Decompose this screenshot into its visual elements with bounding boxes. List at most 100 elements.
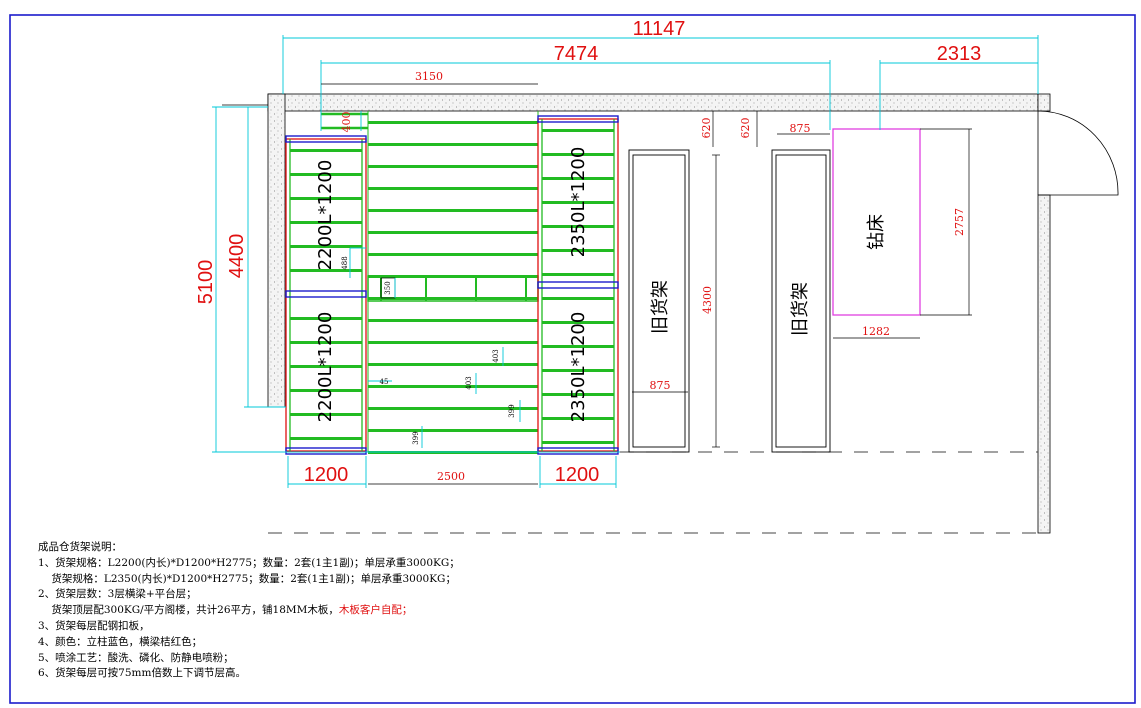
black-dimension-lines [321, 83, 972, 485]
label-rack-left-upper: 2200L*1200 [315, 160, 336, 271]
platform-shelf [368, 451, 538, 454]
rack-beam [542, 225, 614, 228]
rack-beam [542, 177, 614, 180]
old-rack-2 [771, 149, 831, 453]
left-rack [285, 135, 367, 455]
dim-2757: 2757 [953, 208, 966, 236]
dim-total-width: 11147 [633, 18, 686, 40]
notes-title: 成品仓货架说明： [38, 541, 122, 553]
notes-line-1: 1、货架规格：L2200(内长)*D1200*H2775；数量：2套(1主1副)… [38, 556, 460, 569]
platform-shelf [368, 341, 538, 344]
notes-block: 成品仓货架说明： 1、货架规格：L2200(内长)*D1200*H2775；数量… [38, 540, 738, 682]
notes-line-2b-highlight: 木板客户自配； [338, 604, 413, 617]
dim-1200-left: 1200 [304, 464, 349, 486]
platform-shelf [368, 429, 538, 432]
label-rack-left-lower: 2200L*1200 [315, 312, 336, 423]
dim-350: 350 [384, 281, 392, 294]
dim-620-b: 620 [739, 118, 752, 139]
platform-shelf [368, 319, 538, 322]
platform-shelf [368, 297, 538, 300]
platform-shelf [368, 253, 538, 256]
platform-shelf [368, 407, 538, 410]
dim-400: 400 [340, 112, 353, 133]
dim-403-b: 403 [465, 376, 473, 389]
platform-shelf [368, 187, 538, 190]
dashed-lines [268, 451, 1038, 534]
notes-line-2b-text: 货架顶层配300KG/平方阁楼，共计26平方，铺18MM木板， [38, 604, 339, 617]
old-rack-1 [628, 149, 690, 453]
dim-1200-right: 1200 [555, 464, 600, 486]
label-old-rack-2: 旧货架 [790, 282, 811, 336]
rack-beam [290, 317, 362, 320]
rack-beam [542, 249, 614, 252]
rack-beam [542, 273, 614, 276]
rack-beam [290, 389, 362, 392]
dim-2313: 2313 [937, 43, 982, 65]
platform-shelf [368, 231, 538, 234]
rack-beam [542, 321, 614, 324]
platform-shelf [368, 209, 538, 212]
dim-399-a: 399 [508, 404, 516, 417]
notes-line-1b: 货架规格：L2350(内长)*D1200*H2775；数量：2套(1主1副)；单… [38, 572, 456, 585]
rack-blue-beam [285, 135, 367, 143]
rack-beam [290, 413, 362, 416]
platform-shelf [368, 143, 538, 146]
dim-3150: 3150 [415, 70, 443, 83]
platform-shelf [368, 165, 538, 168]
dim-4300: 4300 [701, 286, 714, 314]
walls [222, 93, 1119, 534]
rack-blue-beam [537, 447, 619, 455]
right-rack [537, 115, 619, 455]
dim-5100: 5100 [195, 260, 217, 305]
rack-beam [290, 197, 362, 200]
rack-beam [290, 437, 362, 440]
rack-beam [542, 393, 614, 396]
dim-2500: 2500 [437, 470, 465, 483]
dim-620-a: 620 [700, 118, 713, 139]
dim-488: 488 [341, 256, 349, 269]
rack-beam [542, 129, 614, 132]
rack-beam [290, 269, 362, 272]
rack-beam [542, 201, 614, 204]
drill-box [832, 128, 921, 316]
label-old-rack-1: 旧货架 [650, 280, 671, 334]
rack-beam [542, 297, 614, 300]
dim-1282: 1282 [862, 325, 890, 338]
rack-blue-beam [285, 290, 367, 298]
rack-beam [542, 417, 614, 420]
dim-875-left: 875 [650, 379, 671, 392]
platform-shelf [368, 385, 538, 388]
rack-beam [290, 245, 362, 248]
rack-blue-beam [285, 447, 367, 455]
platform-shelf [368, 363, 538, 366]
platform-shelf [368, 121, 538, 124]
dim-399-b: 399 [412, 431, 420, 444]
rack-beam [290, 221, 362, 224]
label-rack-right-lower: 2350L*1200 [568, 312, 589, 423]
dim-4400: 4400 [226, 234, 248, 279]
dimension-lines [212, 35, 1039, 488]
rack-beam [290, 173, 362, 176]
rack-beam [542, 345, 614, 348]
notes-line-6: 6、货架每层可按75mm倍数上下调节层高。 [38, 667, 246, 680]
rack-beam [290, 365, 362, 368]
dim-7474: 7474 [554, 43, 599, 65]
notes-line-2: 2、货架层数：3层横梁+平台层； [38, 588, 197, 601]
rack-beam [542, 369, 614, 372]
dim-45: 45 [380, 378, 389, 386]
rack-blue-beam [537, 281, 619, 289]
rack-beam [290, 149, 362, 152]
notes-line-2b: 货架顶层配300KG/平方阁楼，共计26平方，铺18MM木板，木板客户自配； [38, 603, 738, 619]
dim-875-top: 875 [790, 122, 811, 135]
notes-line-3: 3、货架每层配钢扣板， [38, 619, 150, 632]
platform-shelves [321, 111, 539, 454]
outer-frame [9, 14, 1136, 704]
rack-beam [290, 341, 362, 344]
label-rack-right-upper: 2350L*1200 [568, 147, 589, 258]
rack-blue-beam [537, 115, 619, 123]
rack-beam [542, 153, 614, 156]
notes-line-5: 5、喷涂工艺：酸洗、磷化、防静电喷粉； [38, 651, 234, 664]
label-drill: 钻床 [866, 214, 887, 250]
dim-403-a: 403 [492, 349, 500, 362]
